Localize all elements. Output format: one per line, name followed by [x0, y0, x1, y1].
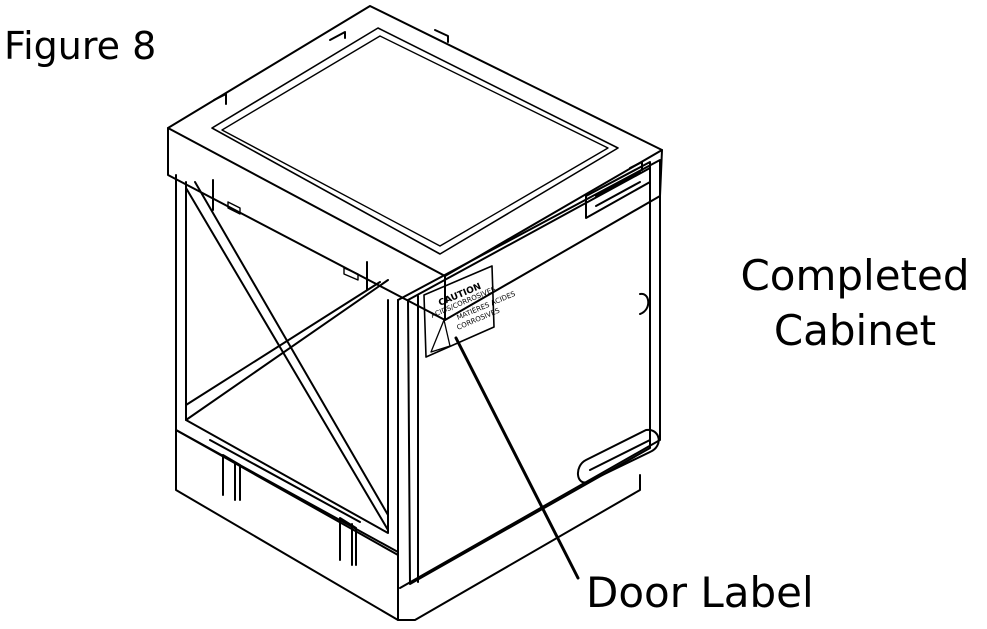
- completed-cabinet-label: Completed Cabinet: [724, 248, 986, 358]
- hazard-triangle-icon: [430, 319, 451, 353]
- door-label-callout-text: Door Label: [586, 568, 814, 617]
- cabinet-left-panel: [175, 174, 399, 553]
- door-label-leader-line: [454, 336, 580, 580]
- cabinet-label-line2: Cabinet: [773, 306, 937, 355]
- figure-title: Figure 8: [4, 24, 157, 68]
- cabinet-door: [397, 159, 661, 589]
- cabinet-lid: [167, 5, 663, 321]
- cabinet-label-line1: Completed: [740, 251, 970, 300]
- cabinet-base: [175, 429, 641, 621]
